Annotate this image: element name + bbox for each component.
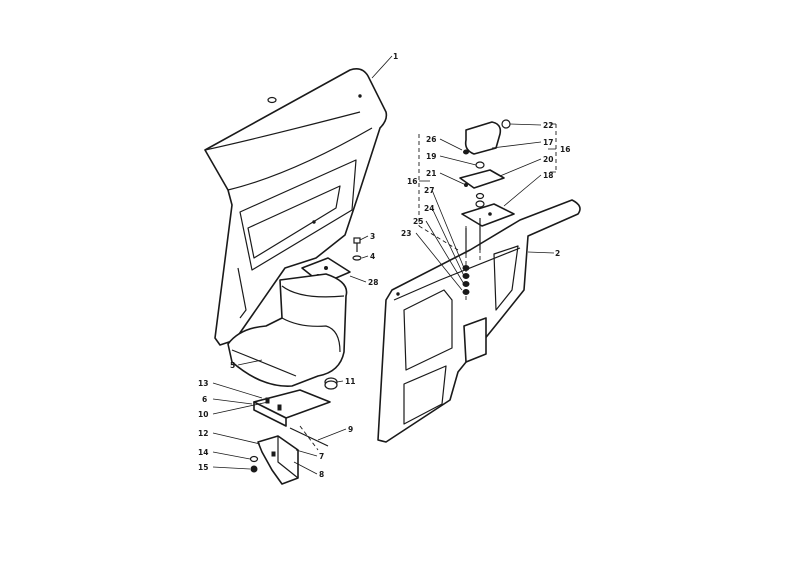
knob (324, 377, 338, 390)
callout-9: 9 (348, 425, 353, 434)
callout-20: 20 (543, 155, 553, 164)
lower-bracket (257, 435, 299, 485)
nuts (249, 455, 259, 473)
callout-27: 27 (424, 186, 434, 195)
callout-21: 21 (426, 169, 436, 178)
callout-25: 25 (413, 217, 423, 226)
callout-labels: 1 2 3 4 5 6 7 8 9 10 11 12 13 14 15 16 1… (198, 52, 570, 479)
callout-18: 18 (543, 171, 553, 180)
callout-14: 14 (198, 448, 208, 457)
leader-lines (212, 55, 556, 475)
callout-22: 22 (543, 121, 553, 130)
callout-23: 23 (401, 229, 411, 238)
callout-24: 24 (424, 204, 434, 213)
callout-16-left: 16 (407, 177, 417, 186)
callout-10: 10 (198, 410, 208, 419)
callout-6: 6 (202, 395, 207, 404)
callout-8: 8 (319, 470, 324, 479)
callout-28: 28 (368, 278, 378, 287)
callout-19: 19 (426, 152, 436, 161)
rod (289, 427, 329, 447)
armrest-assembly (459, 119, 515, 227)
callout-5: 5 (230, 361, 235, 370)
assembly-lines (299, 124, 557, 451)
callout-4: 4 (370, 252, 375, 261)
bolt-and-washer (352, 237, 362, 261)
callout-3: 3 (370, 232, 375, 241)
callout-12: 12 (198, 429, 208, 438)
callout-26: 26 (426, 135, 436, 144)
left-side-panel (204, 68, 388, 346)
callout-2: 2 (555, 249, 560, 258)
callout-17: 17 (543, 138, 553, 147)
callout-1: 1 (393, 52, 398, 61)
callout-16-right: 16 (560, 145, 570, 154)
callout-7: 7 (319, 452, 324, 461)
callout-15: 15 (198, 463, 208, 472)
callout-13: 13 (198, 379, 208, 388)
seat (227, 273, 348, 387)
right-side-panel (377, 199, 581, 443)
callout-11: 11 (345, 377, 355, 386)
seat-bracket (253, 389, 331, 427)
